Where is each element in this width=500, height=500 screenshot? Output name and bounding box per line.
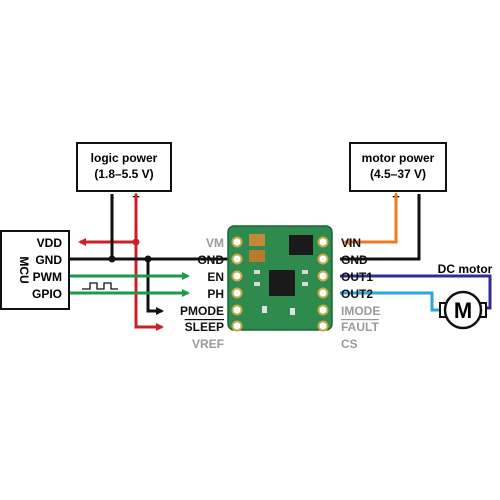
- pin-label-fault: FAULT: [341, 320, 379, 334]
- motor-symbol: M: [454, 298, 472, 323]
- mcu-pin-gpio: GPIO: [32, 287, 62, 301]
- out2-wire: [340, 291, 440, 312]
- pin-label-cs: CS: [341, 337, 358, 351]
- mcu-box: MCU VDD GND PWM GPIO: [0, 230, 70, 310]
- vin-wire: [343, 194, 398, 246]
- smd-resistor-3: [302, 270, 308, 274]
- pin-label-vref: VREF: [192, 337, 224, 351]
- smd-cap-2: [290, 308, 295, 315]
- mcu-pin-vdd: VDD: [37, 236, 63, 250]
- pin-label-vm: VM: [206, 236, 224, 250]
- smd-resistor-4: [302, 282, 308, 286]
- pin-label-out1: OUT1: [341, 270, 373, 284]
- mcu-pin-pwm: PWM: [33, 270, 62, 284]
- dc-motor-label: DC motor: [438, 262, 493, 276]
- regulator-chip: [289, 235, 313, 255]
- driver-left-labels: VM GND EN PH PMODE SLEEP VREF: [180, 236, 224, 351]
- driver-right-labels: VIN GND OUT1 OUT2 IMODE FAULT CS: [341, 236, 380, 351]
- pin-label-pmode: PMODE: [180, 304, 224, 318]
- motor-power-label: motor power: [362, 151, 435, 165]
- vdd-junction-dot: [132, 238, 140, 246]
- left-header-pins: [231, 236, 243, 332]
- dc-motor: DC motor M: [438, 262, 493, 330]
- motor-power-box: motor power (4.5–37 V) + -: [349, 142, 447, 204]
- gnd-junction-dot-1: [108, 255, 116, 263]
- logic-gnd-wire: [70, 194, 114, 261]
- pmode-wire: [146, 259, 164, 315]
- driver-ic: [269, 270, 295, 296]
- mcu-pin-gnd: GND: [35, 253, 62, 267]
- pin-label-gnd-right: GND: [341, 253, 368, 267]
- right-header-pins: [317, 236, 329, 332]
- smd-resistor-1: [254, 270, 260, 274]
- pin-label-vin: VIN: [341, 236, 361, 250]
- mcu-label: MCU: [17, 256, 31, 283]
- smd-cap-1: [262, 306, 267, 313]
- pin-label-out2: OUT2: [341, 287, 373, 301]
- logic-vdd-wire: [78, 194, 138, 246]
- smd-resistor-2: [254, 282, 260, 286]
- capacitor-1: [249, 234, 265, 246]
- logic-power-box: logic power (1.8–5.5 V) - +: [76, 142, 172, 204]
- capacitor-2: [249, 250, 265, 262]
- logic-power-label: logic power: [91, 151, 158, 165]
- driver-board: [227, 225, 333, 332]
- pin-label-gnd-left: GND: [197, 253, 224, 267]
- pin-label-sleep: SLEEP: [185, 320, 224, 334]
- pin-label-en: EN: [207, 270, 224, 284]
- logic-power-range: (1.8–5.5 V): [94, 167, 153, 181]
- pin-label-ph: PH: [207, 287, 224, 301]
- pin-label-imode: IMODE: [341, 304, 380, 318]
- gnd-junction-dot-2: [144, 255, 152, 263]
- motor-power-range: (4.5–37 V): [370, 167, 426, 181]
- motor-gnd-wire: [340, 194, 421, 261]
- motor-icon: [443, 290, 483, 330]
- pwm-waveform-icon: [82, 282, 118, 290]
- sleep-red-wire: [134, 242, 164, 331]
